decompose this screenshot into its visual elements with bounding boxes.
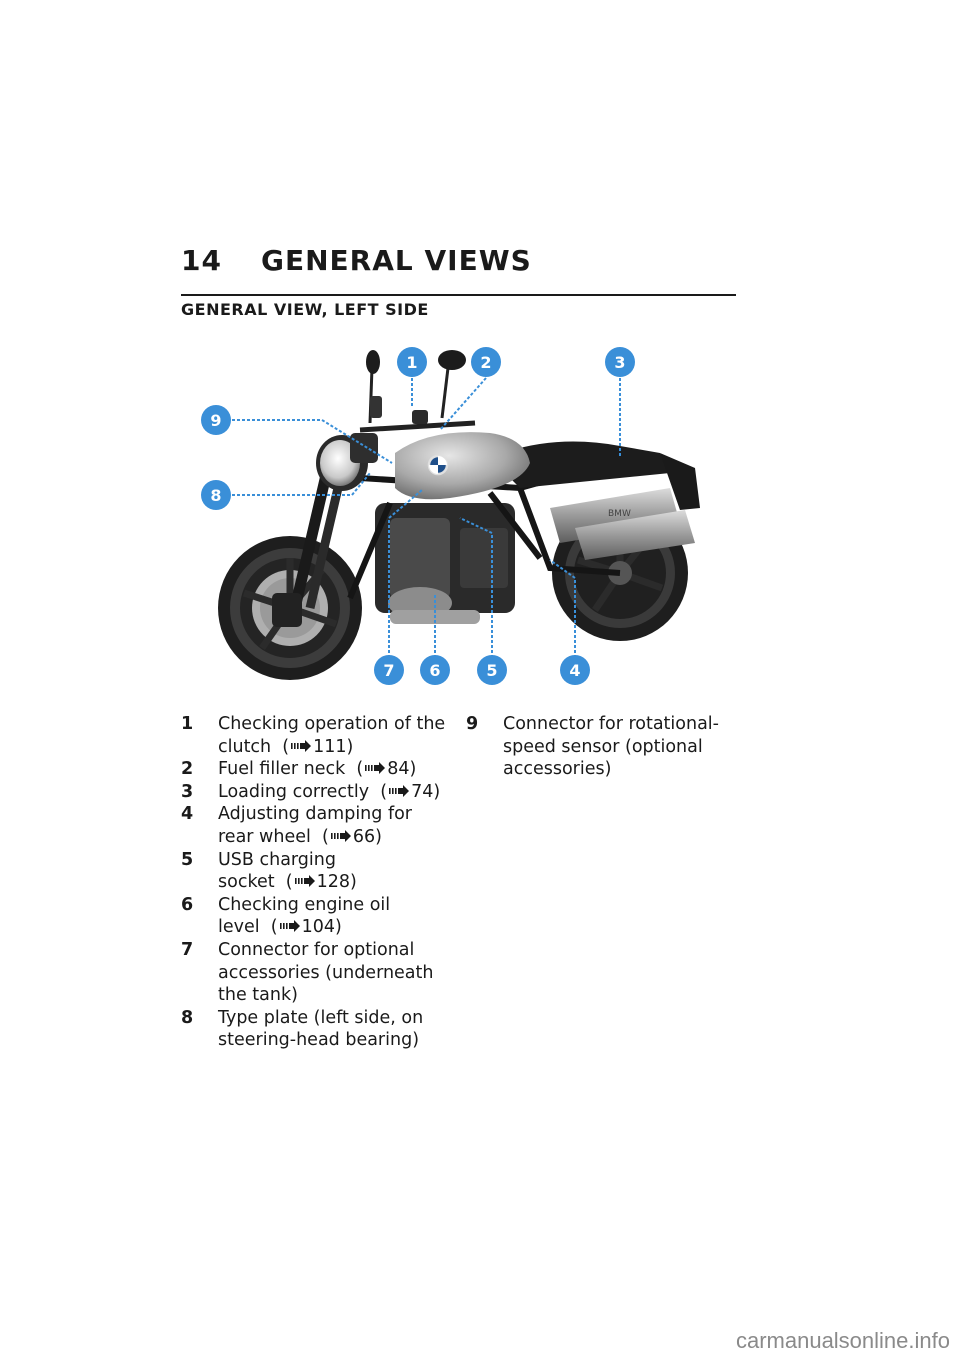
callout-2: [471, 347, 501, 377]
section-title: GENERAL VIEW, LEFT SIDE: [181, 300, 429, 319]
svg-text:2: 2: [480, 353, 491, 372]
callout-9: [201, 405, 231, 435]
page-reference-link[interactable]: (104): [270, 917, 342, 938]
handlebars: [359, 350, 476, 433]
legend-text: Connector for rotational-speed sensor (o…: [503, 713, 736, 781]
legend-text: Checking engine oil level (104): [218, 894, 451, 939]
legend-label: Type plate (left side, on steering-head …: [218, 1007, 424, 1051]
legend-item: 7 Connector for optional accessories (und…: [181, 939, 451, 1007]
svg-text:4: 4: [569, 661, 580, 680]
legend-text: Adjusting damping for rear wheel (66): [218, 803, 451, 848]
page-ref-arrow-icon: [294, 875, 315, 888]
legend-text: USB charging socket (128): [218, 849, 451, 894]
headlamp: [316, 433, 378, 491]
page-number: 14: [181, 244, 222, 277]
legend-item: 5 USB charging socket (128): [181, 849, 451, 894]
legend-number: 8: [181, 1007, 194, 1028]
page-reference-number: 128: [316, 872, 350, 893]
legend-number: 6: [181, 894, 194, 915]
legend-number: 4: [181, 804, 194, 825]
chapter-title: GENERAL VIEWS: [261, 244, 532, 277]
legend-label: Checking operation of the clutch: [218, 714, 446, 757]
legend-text: Fuel filler neck (84): [218, 758, 451, 781]
legend-number: 9: [466, 714, 479, 734]
page-reference-number: 104: [301, 917, 335, 938]
callout-7: [374, 655, 404, 685]
callout-4: [560, 655, 590, 685]
legend-label: Connector for rotational-speed sensor (o…: [503, 714, 719, 780]
page-ref-arrow-icon: [291, 739, 312, 752]
page-ref-arrow-icon: [365, 762, 386, 775]
page-reference-link[interactable]: (111): [282, 736, 354, 757]
svg-text:7: 7: [383, 661, 394, 680]
page-ref-arrow-icon: [279, 920, 300, 933]
legend-item: 3 Loading correctly (74): [181, 781, 451, 804]
page-reference-number: 84: [387, 759, 410, 780]
callout-6: [420, 655, 450, 685]
legend-label: Fuel filler neck: [218, 759, 346, 780]
page-reference-link[interactable]: (66): [322, 826, 382, 847]
legend-number: 3: [181, 781, 194, 802]
legend-item: 8 Type plate (left side, on steering-head…: [181, 1007, 451, 1052]
muffler-label: BMW: [608, 509, 631, 519]
legend-item: 2 Fuel filler neck (84): [181, 758, 451, 781]
exhaust: BMW: [550, 488, 695, 560]
svg-text:6: 6: [429, 661, 440, 680]
legend-number: 2: [181, 759, 194, 780]
motorcycle-figure: BMW: [201, 347, 700, 685]
svg-text:9: 9: [210, 411, 221, 430]
svg-text:8: 8: [210, 486, 221, 505]
legend-right-column: 9 Connector for rotational-speed sensor (…: [466, 713, 736, 781]
seat: [490, 441, 700, 510]
page-reference-number: 111: [313, 736, 347, 757]
legend-label: USB charging socket: [218, 849, 336, 893]
page-reference-number: 66: [352, 826, 376, 847]
legend-number: 5: [181, 849, 194, 870]
page-reference-link[interactable]: (74): [380, 781, 441, 802]
legend-text: Type plate (left side, on steering-head …: [218, 1007, 451, 1052]
leader-lines: [232, 377, 621, 658]
page-ref-arrow-icon: [389, 784, 410, 797]
legend-label: Loading correctly: [218, 781, 370, 802]
callout-8: [201, 480, 231, 510]
page-reference-link[interactable]: (84): [356, 759, 417, 780]
legend-text: Loading correctly (74): [218, 781, 451, 804]
page-ref-arrow-icon: [330, 829, 351, 842]
page-reference-number: 74: [411, 781, 434, 802]
legend-item: 4 Adjusting damping for rear wheel (66): [181, 803, 451, 848]
legend-text: Checking operation of the clutch (111): [218, 713, 451, 758]
callout-1: [397, 347, 427, 377]
callout-5: [477, 655, 507, 685]
page-header: 14 GENERAL VIEWS: [181, 244, 532, 277]
legend-item: 6 Checking engine oil level (104): [181, 894, 451, 939]
svg-text:1: 1: [406, 353, 417, 372]
svg-text:5: 5: [486, 661, 497, 680]
svg-text:3: 3: [614, 353, 625, 372]
legend-label: Connector for optional accessories (unde…: [218, 939, 434, 1006]
legend-number: 7: [181, 939, 194, 960]
callout-3: [605, 347, 635, 377]
legend-item: 9 Connector for rotational-speed sensor (…: [466, 713, 736, 781]
fuel-tank: [395, 432, 530, 500]
header-rule: [181, 294, 736, 296]
page-reference-link[interactable]: (128): [285, 872, 357, 893]
watermark: carmanualsonline.info: [735, 1328, 950, 1353]
legend-label: Checking engine oil level: [218, 894, 391, 938]
legend-text: Connector for optional accessories (unde…: [218, 939, 451, 1007]
callouts: 1 2 3 4 5 6 7 8 9: [201, 347, 635, 685]
engine-frame: [347, 460, 621, 624]
legend-number: 1: [181, 714, 194, 734]
legend-item: 1 Checking operation of the clutch (111): [181, 713, 451, 758]
legend-label: Adjusting damping for rear wheel: [218, 804, 413, 847]
